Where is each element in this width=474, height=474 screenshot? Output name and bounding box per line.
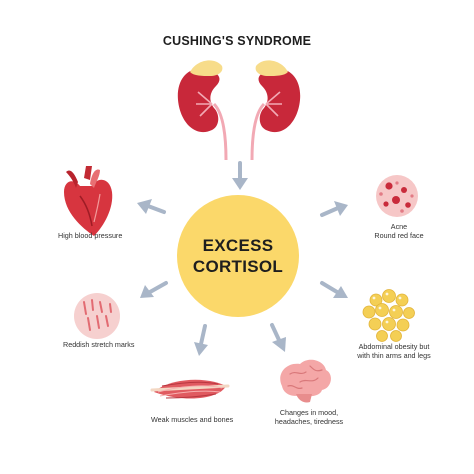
arrow-to-stretch xyxy=(140,281,168,298)
arrow-to-heart xyxy=(137,199,166,214)
label-acne-line-2: Round red face xyxy=(374,230,424,240)
center-line-1: EXCESS xyxy=(202,236,274,255)
label-mood-line-2: headaches, tiredness xyxy=(274,416,344,426)
brain-icon xyxy=(280,359,331,403)
muscle-icon xyxy=(150,379,230,399)
label-mood-line-1: Changes in mood, xyxy=(279,408,339,417)
stretch-marks-icon xyxy=(74,293,120,339)
label-high-blood-pressure: High blood pressure xyxy=(58,231,123,240)
arrow-to-fat xyxy=(320,281,348,298)
label-stretch-marks: Reddish stretch marks xyxy=(63,340,135,349)
kidneys-illustration xyxy=(177,60,301,161)
label-acne: Acne Round red face xyxy=(372,222,426,241)
left-adrenal-gland xyxy=(190,60,223,76)
arrow-to-muscle xyxy=(194,324,208,356)
right-kidney xyxy=(258,68,301,133)
label-obesity-line-2: with thin arms and legs xyxy=(357,350,431,360)
left-ureter xyxy=(212,102,228,161)
fat-cells-icon xyxy=(362,289,415,342)
right-ureter xyxy=(250,102,266,161)
arrow-down xyxy=(232,161,248,190)
label-acne-line-1: Acne xyxy=(390,222,408,231)
label-obesity-line-1: Abdominal obesity but xyxy=(358,342,430,351)
excess-cortisol-circle: EXCESS CORTISOL xyxy=(177,195,299,317)
diagram-title: CUSHING'S SYNDROME xyxy=(162,34,312,48)
arrow-to-brain xyxy=(270,323,286,352)
left-kidney xyxy=(177,68,220,133)
center-line-2: CORTISOL xyxy=(192,257,284,276)
label-abdominal-obesity: Abdominal obesity but with thin arms and… xyxy=(353,342,435,361)
arrow-to-skin xyxy=(320,201,348,217)
heart-icon xyxy=(64,166,113,236)
label-weak-muscles: Weak muscles and bones xyxy=(151,415,234,424)
right-adrenal-gland xyxy=(255,60,288,76)
acne-skin-icon xyxy=(376,175,418,217)
label-mood-changes: Changes in mood, headaches, tiredness xyxy=(272,408,346,427)
